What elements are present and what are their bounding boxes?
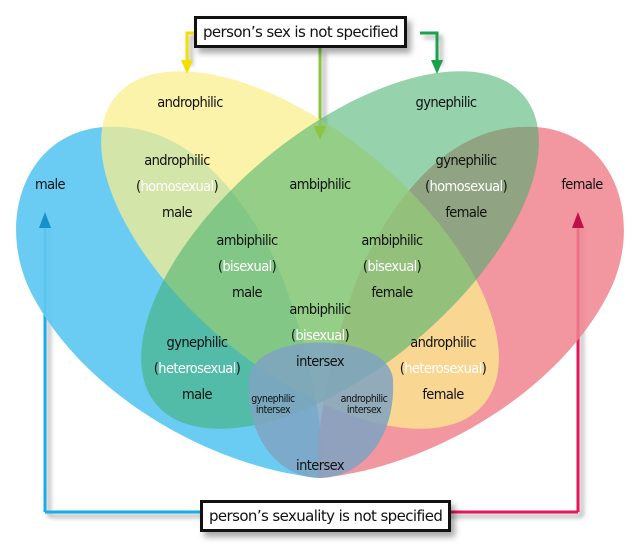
- female-arrowhead-icon: [572, 212, 584, 228]
- region-androphilic-intersex: androphilic intersex: [340, 393, 388, 416]
- gyne-arrowhead-icon: [431, 60, 443, 74]
- gynephilic-set-shape: [141, 71, 539, 429]
- male-arrowhead-icon: [39, 212, 51, 228]
- label-female: female: [561, 177, 603, 193]
- region-gynephilic-heterosexual-male: gynephilic (heterosexual) male: [153, 335, 241, 403]
- andro-arrowhead-icon: [181, 60, 193, 74]
- sexuality-not-specified-box: person’s sexuality is not specified: [200, 500, 452, 532]
- region-ambiphilic-bisexual-male: ambiphilic (bisexual) male: [216, 233, 278, 301]
- sexuality-not-specified-label: person’s sexuality is not specified: [209, 507, 443, 525]
- region-gynephilic-intersex: gynephilic intersex: [251, 393, 295, 416]
- sex-not-specified-label: person’s sex is not specified: [203, 23, 399, 41]
- region-androphilic-homosexual-male: androphilic (homosexual) male: [135, 153, 219, 221]
- region-gynephilic-homosexual-female: gynephilic (homosexual) female: [424, 153, 508, 221]
- label-male: male: [35, 177, 66, 193]
- region-androphilic-heterosexual-female: androphilic (heterosexual) female: [399, 335, 487, 403]
- label-intersex: intersex: [296, 458, 344, 474]
- label-gynephilic: gynephilic: [415, 95, 478, 111]
- label-androphilic: androphilic: [157, 95, 223, 111]
- ambi-arrowhead-icon: [314, 126, 326, 140]
- gyne-bracket-line: [420, 31, 439, 62]
- sex-not-specified-box: person’s sex is not specified: [194, 16, 408, 48]
- intersex-set-shape: [248, 342, 394, 478]
- label-ambiphilic: ambiphilic: [289, 177, 351, 193]
- region-ambiphilic-bisexual-female: ambiphilic (bisexual) female: [361, 233, 423, 301]
- region-ambiphilic-bisexual-intersex: ambiphilic (bisexual) intersex: [289, 302, 351, 370]
